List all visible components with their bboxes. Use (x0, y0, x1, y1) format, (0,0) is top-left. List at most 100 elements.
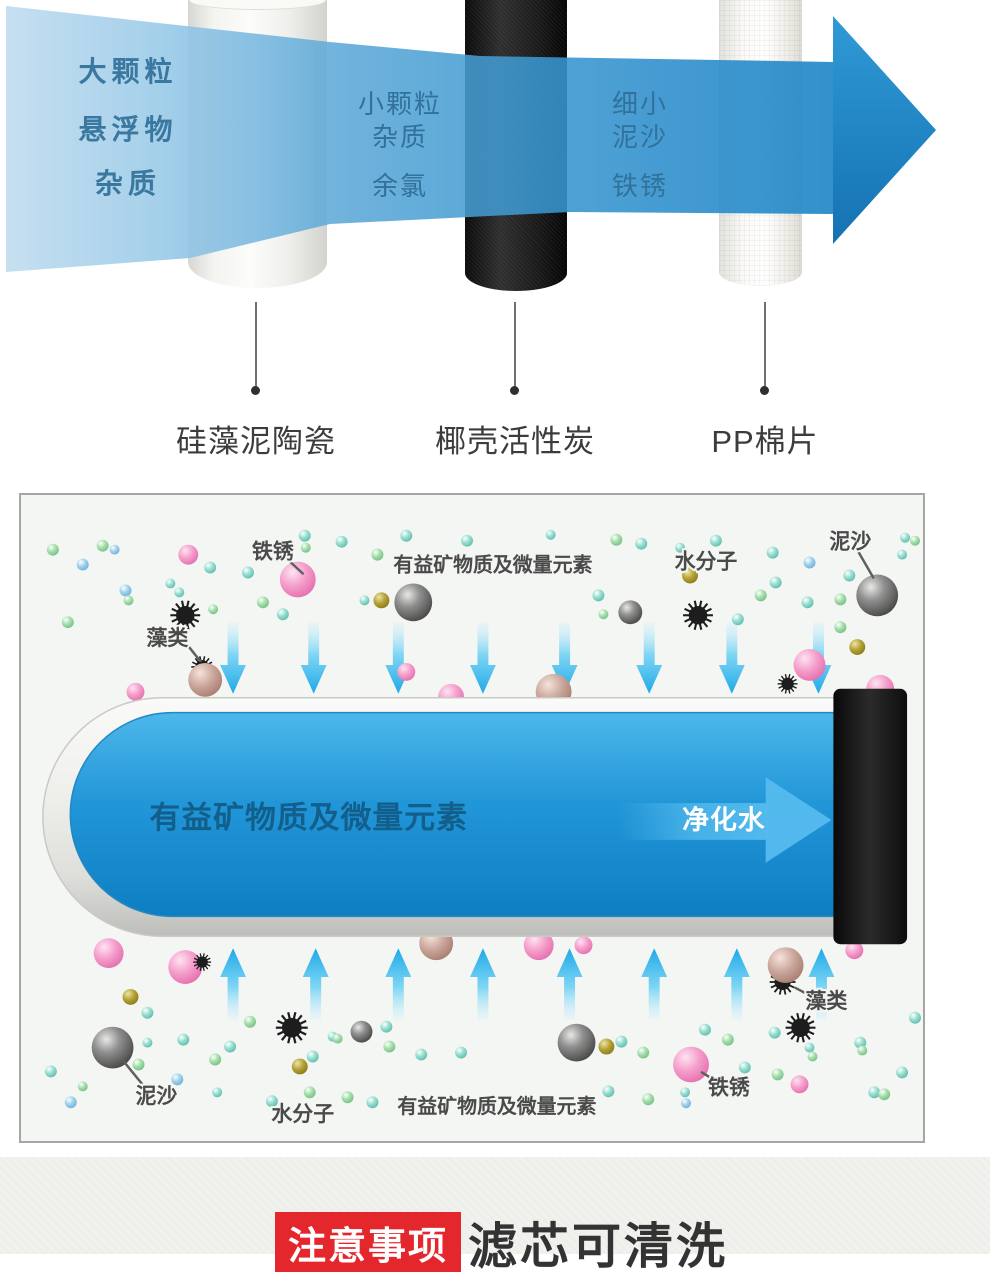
particle-t (801, 596, 814, 609)
membrane-diagram: 有益矿物质及微量元素 净化水 铁锈 藻类 有益矿物质及微量元素 水分子 泥沙 泥… (42, 529, 922, 1128)
particle-algae-spiky (193, 953, 212, 971)
stage2-line: 小颗粒 (357, 89, 442, 119)
particle-pink (279, 561, 316, 598)
particle-t (680, 1087, 691, 1098)
flow-arrow-up (641, 948, 668, 1020)
purified-arrow-head (765, 777, 832, 863)
leader-line (514, 302, 516, 388)
particle-gray (350, 1020, 373, 1043)
particle-t (738, 1061, 751, 1074)
flow-arrow-down (470, 622, 496, 694)
particle-b (119, 584, 132, 597)
purified-arrow-shaft (618, 803, 768, 840)
particle-g (610, 533, 623, 546)
particle-t (897, 549, 908, 560)
flow-arrow-up (808, 948, 835, 1020)
particle-g (303, 1086, 316, 1099)
particle-t (177, 1033, 190, 1046)
particle-t (224, 1040, 237, 1053)
flow-arrow-down (636, 622, 663, 694)
particle-t (359, 595, 370, 606)
label-algae-top: 藻类 (146, 627, 188, 650)
particle-algae-spiky (777, 674, 798, 694)
particle-t (602, 1085, 615, 1098)
leader-line (794, 986, 814, 999)
label-minerals-bottom: 有益矿物质及微量元素 (397, 1095, 596, 1118)
particle-tan (188, 662, 223, 697)
particle-t (675, 542, 686, 553)
particle-t (265, 1095, 278, 1108)
particle-g (637, 1046, 650, 1059)
particle-g (383, 1040, 396, 1053)
filtration-stages-section: 大颗粒 悬浮物 杂质 小颗粒 杂质 余氯 细小 泥沙 铁锈 硅藻泥陶瓷 椰壳活性… (0, 0, 990, 470)
particle-t (366, 1096, 379, 1109)
particle-pink (126, 682, 145, 701)
particle-gray (557, 1023, 596, 1062)
leader-line (286, 558, 304, 575)
flow-arrow-down (718, 622, 745, 694)
flow-arrow-up (556, 948, 583, 1020)
label-rust-bottom: 铁锈 (708, 1075, 750, 1099)
particle-g (721, 1033, 734, 1046)
particle-t (380, 1020, 393, 1033)
particle-g (807, 1051, 818, 1062)
particle-g (857, 1045, 868, 1056)
particle-t (804, 1042, 815, 1053)
leader-line (123, 1061, 144, 1086)
footer-strip (0, 1157, 990, 1254)
particle-g (771, 1068, 784, 1081)
particle-t (204, 561, 217, 574)
particle-t (165, 578, 176, 589)
particle-g (77, 1081, 88, 1092)
particle-algae-spiky (683, 600, 713, 630)
flow-arrow-up (220, 948, 247, 1020)
particle-pink (168, 950, 203, 984)
particle-g (598, 609, 609, 620)
membrane-diagram-panel: 有益矿物质及微量元素 净化水 铁锈 藻类 有益矿物质及微量元素 水分子 泥沙 泥… (19, 493, 925, 1143)
label-water-bottom: 水分子 (271, 1103, 334, 1126)
particle-t (768, 1026, 781, 1039)
particle-pink (178, 544, 199, 565)
filter-name-pp: PP棉片 (711, 424, 819, 459)
particle-pink (793, 649, 826, 681)
particle-b (681, 1098, 692, 1109)
particle-t (306, 1050, 319, 1063)
label-leader-lines (123, 550, 875, 1086)
particle-g (46, 543, 59, 556)
particle-pink (397, 662, 416, 681)
flow-arrow-up (302, 948, 329, 1020)
flow-arrow-down (220, 622, 247, 694)
stage3-line: 泥沙 (611, 122, 668, 152)
particle-g (910, 535, 921, 546)
particle-g (208, 604, 219, 615)
particle-t (44, 1065, 57, 1078)
particle-g (341, 1091, 354, 1104)
leader-line (187, 644, 202, 663)
particle-algae-spiky (785, 1012, 816, 1043)
particle-t (400, 529, 413, 542)
leader-dot (251, 386, 260, 395)
particle-t (141, 1006, 154, 1019)
particle-olive (598, 1038, 615, 1055)
particle-t (455, 1046, 468, 1059)
leader-line (255, 302, 257, 388)
particle-pink (574, 936, 593, 955)
tube-blue-core (69, 711, 847, 918)
particle-t (242, 566, 254, 579)
particle-g (96, 539, 109, 552)
particle-pink (845, 941, 864, 960)
filter-name-ceramic: 硅藻泥陶瓷 (176, 424, 336, 459)
particle-t (592, 589, 605, 602)
notice-badge: 注意事项 (275, 1212, 461, 1272)
water-flow-band (6, 6, 936, 272)
stage3-line: 细小 (611, 89, 668, 119)
label-rust-top: 铁锈 (252, 540, 294, 564)
particle-pink (790, 1075, 809, 1094)
label-water-top: 水分子 (675, 551, 738, 574)
particle-t (709, 534, 722, 547)
particle-t (635, 537, 648, 550)
flow-arrow-up (385, 948, 412, 1020)
big-flow-arrowhead (833, 16, 936, 244)
particle-pink (93, 938, 124, 969)
particle-g (244, 1015, 256, 1028)
